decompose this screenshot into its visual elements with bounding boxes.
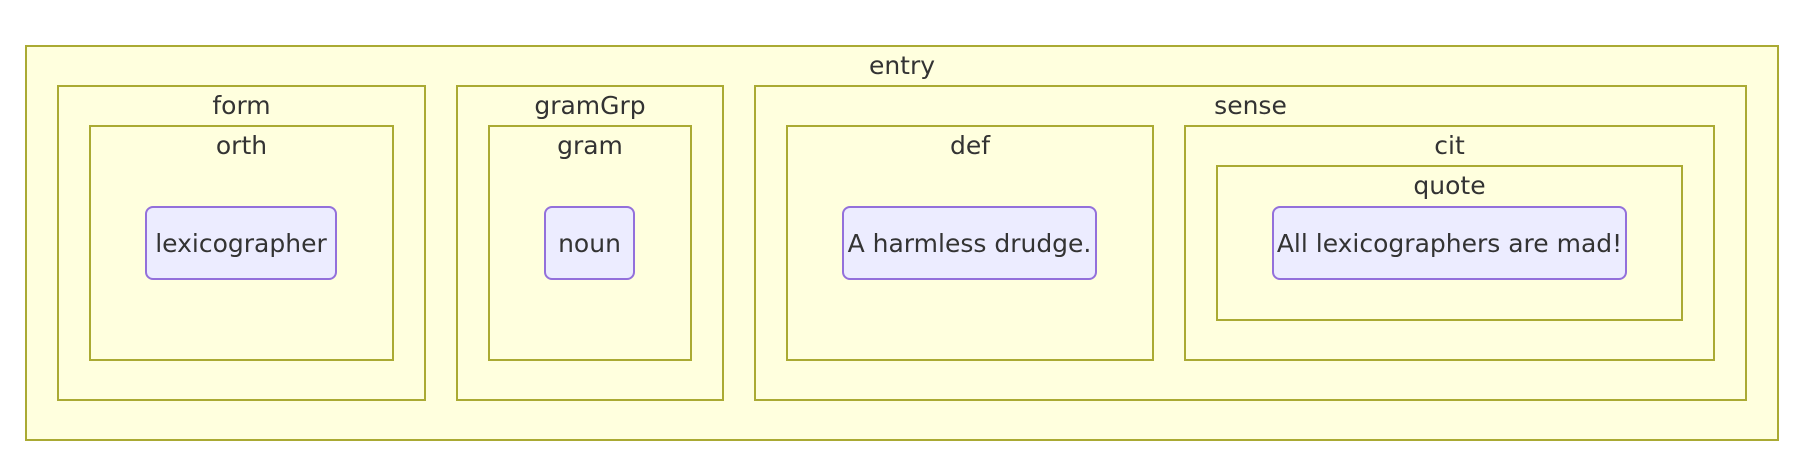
def-cluster-title: def xyxy=(949,131,991,160)
quotation-node: All lexicographers are mad! xyxy=(1272,206,1627,280)
entry-cluster-title: entry xyxy=(868,51,936,80)
quote-cluster-title: quote xyxy=(1413,171,1486,200)
gram-cluster-title: gram xyxy=(557,131,623,160)
sense-cluster-title: sense xyxy=(1214,91,1287,120)
gramgrp-cluster-title: gramGrp xyxy=(534,91,646,120)
definition-node: A harmless drudge. xyxy=(842,206,1097,280)
cit-cluster-title: cit xyxy=(1434,131,1465,160)
noun-node: noun xyxy=(544,206,635,280)
lexicographer-node: lexicographer xyxy=(145,206,337,280)
form-cluster-title: form xyxy=(212,91,271,120)
orth-cluster-title: orth xyxy=(215,131,268,160)
